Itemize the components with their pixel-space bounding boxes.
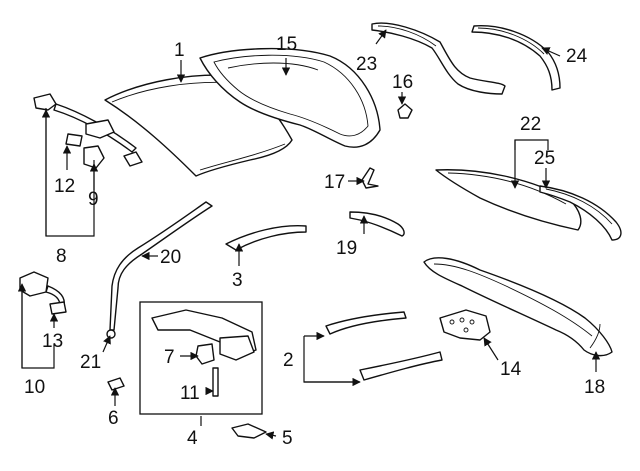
part-hinge-box-4 — [139, 301, 263, 415]
callout-20: 20 — [160, 247, 181, 268]
callout-5: 5 — [282, 428, 293, 449]
part-sensor-9 — [83, 145, 105, 169]
callout-16: 16 — [392, 72, 413, 93]
callout-13: 13 — [42, 331, 63, 352]
callout-22: 22 — [520, 114, 541, 135]
callout-24: 24 — [566, 46, 588, 67]
part-strip-19 — [349, 211, 405, 237]
callout-14: 14 — [500, 359, 522, 380]
part-grommet-21 — [106, 329, 116, 339]
part-glass-22 — [435, 169, 582, 231]
part-trim-18 — [423, 257, 613, 357]
part-weatherstrip-24 — [471, 25, 561, 91]
callout-19: 19 — [336, 238, 357, 259]
part-clip-16 — [397, 103, 413, 119]
part-cap-6 — [107, 377, 125, 391]
part-bracket-14 — [439, 309, 491, 341]
callout-7: 7 — [164, 347, 175, 368]
callout-23: 23 — [356, 54, 377, 75]
part-pin-17 — [361, 167, 379, 189]
leader-lines — [17, 29, 601, 440]
part-sensor-assembly-10 — [19, 271, 67, 315]
callout-25: 25 — [534, 148, 555, 169]
part-strips-2 — [325, 311, 443, 381]
callout-8: 8 — [56, 246, 67, 267]
callout-15: 15 — [276, 34, 297, 55]
callout-6: 6 — [108, 408, 119, 429]
callout-9: 9 — [88, 189, 99, 210]
part-bracket-5 — [231, 423, 267, 439]
callout-1: 1 — [174, 40, 185, 61]
callout-4: 4 — [187, 428, 198, 449]
part-clip-12 — [65, 133, 83, 147]
callout-2: 2 — [283, 350, 294, 371]
callout-3: 3 — [232, 270, 243, 291]
part-cable-20 — [109, 201, 213, 331]
callout-12: 12 — [54, 176, 75, 197]
callout-18: 18 — [584, 377, 605, 398]
callout-21: 21 — [80, 352, 101, 373]
part-rear-window-frame — [199, 47, 381, 148]
callout-labels: 1 2 3 4 5 6 7 8 9 10 11 12 13 14 15 16 1… — [24, 34, 605, 449]
part-motor-assembly-8 — [33, 93, 143, 167]
part-seal-25 — [539, 185, 622, 241]
callout-17: 17 — [324, 172, 345, 193]
part-strip-3 — [225, 224, 307, 251]
callout-10: 10 — [24, 377, 45, 398]
callout-11: 11 — [180, 383, 200, 404]
